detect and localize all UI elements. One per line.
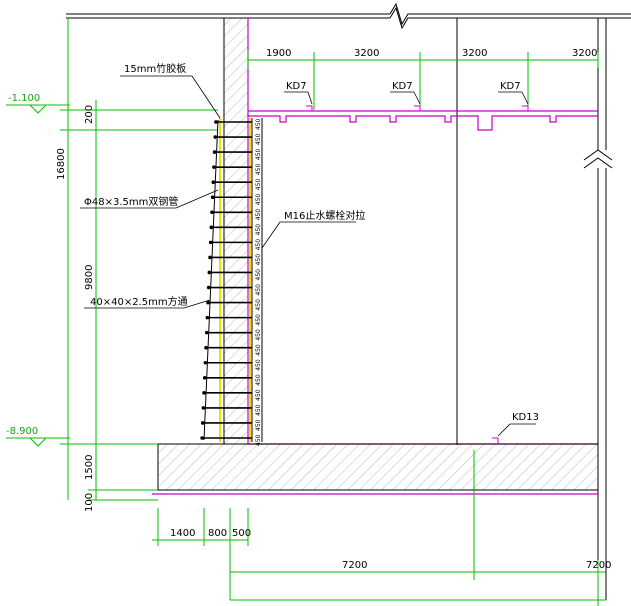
tie-spacing-label: 450 — [255, 224, 262, 236]
tie-spacing-label: 450 — [255, 148, 262, 160]
tie-row: 450 — [204, 344, 262, 356]
tie-end-dot — [210, 195, 215, 200]
tie-spacing-label: 450 — [255, 419, 262, 431]
tie-spacing-label: 450 — [255, 374, 262, 386]
tie-row: 450 — [209, 224, 262, 236]
dim-bottom-7200: 7200 — [342, 560, 367, 571]
tie-end-dot — [211, 180, 216, 184]
dim-left-total: 16800 — [56, 148, 67, 180]
tie-row: 450 — [208, 254, 262, 266]
tie-row: 450 — [200, 434, 262, 446]
dim-top-3: 3200 — [462, 48, 487, 59]
tie-row: 450 — [206, 299, 262, 311]
dim-left-100: 100 — [84, 493, 95, 512]
dim-bottom-500: 500 — [232, 528, 251, 539]
label-kd7-a: KD7 — [286, 81, 307, 92]
label-kd13: KD13 — [512, 412, 539, 423]
tie-spacing-label: 450 — [255, 209, 262, 221]
tie-end-dot — [212, 150, 217, 154]
label-square-timber: 40×40×2.5mm方通 — [90, 295, 188, 308]
tie-row: 450 — [200, 419, 262, 431]
tie-end-dot — [203, 360, 208, 365]
dim-bottom-1400: 1400 — [170, 528, 195, 539]
tie-row: 450 — [205, 314, 262, 326]
tie-spacing-label: 450 — [255, 118, 262, 130]
tie-spacing-label: 450 — [255, 314, 262, 326]
tie-row: 450 — [210, 194, 262, 206]
tie-end-dot — [207, 270, 212, 275]
dim-bottom-800: 800 — [208, 528, 227, 539]
tie-spacing-label: 450 — [255, 389, 262, 401]
tie-row: 450 — [202, 389, 262, 401]
base-slab — [157, 443, 599, 491]
elevation-bottom: -8.900 — [6, 426, 38, 437]
tie-spacing-label: 450 — [255, 329, 262, 341]
tie-end-dot — [201, 406, 206, 410]
tie-spacing-label: 450 — [255, 179, 262, 191]
tie-end-dot — [210, 210, 214, 215]
tie-row: 450 — [207, 269, 262, 281]
dim-left-9800: 9800 — [84, 265, 95, 290]
dim-top-4: 3200 — [572, 48, 597, 59]
label-kd7-b: KD7 — [392, 81, 413, 92]
tie-row: 450 — [203, 359, 262, 371]
dim-left-1500: 1500 — [84, 455, 95, 480]
label-kd7-c: KD7 — [500, 81, 521, 92]
tie-row: 450 — [214, 118, 262, 130]
dim-bottom-7200-end: 7200 — [586, 560, 611, 571]
tie-spacing-label: 450 — [255, 359, 262, 371]
retaining-wall — [223, 17, 249, 445]
tie-rows: 450 450 450 450 450 450 450 450 450 450 450 450 450 4… — [200, 118, 262, 446]
tie-spacing-label: 450 — [255, 299, 262, 311]
tie-end-dot — [208, 240, 213, 245]
tie-end-dot — [206, 300, 210, 305]
tie-end-dot — [200, 436, 204, 440]
tie-end-dot — [213, 135, 218, 139]
tie-row: 450 — [204, 329, 262, 341]
elevation-top: -1.100 — [8, 93, 40, 104]
tie-end-dot — [209, 225, 214, 230]
dim-top-2: 3200 — [354, 48, 379, 59]
tie-end-dot — [204, 330, 209, 335]
label-steel-pipe: Φ48×3.5mm双钢管 — [84, 195, 178, 208]
tie-end-dot — [208, 255, 212, 260]
tie-spacing-label: 450 — [255, 254, 262, 266]
tie-spacing-label: 450 — [255, 284, 262, 296]
tie-end-dot — [206, 285, 211, 290]
tie-end-dot — [200, 421, 205, 425]
tie-end-dot — [214, 120, 218, 124]
tie-spacing-label: 450 — [255, 434, 262, 446]
leader-lines — [80, 75, 536, 437]
tie-end-dot — [202, 391, 206, 395]
dim-left-200: 200 — [84, 105, 95, 124]
label-formwork-board: 15mm竹胶板 — [124, 62, 186, 75]
tie-row: 450 — [212, 164, 262, 176]
tie-end-dot — [212, 165, 216, 169]
label-tie-bolt: M16止水螺栓对拉 — [284, 209, 365, 222]
tie-row: 450 — [212, 148, 262, 160]
dim-top-1: 1900 — [266, 48, 291, 59]
tie-spacing-label: 450 — [255, 344, 262, 356]
frame-lines — [66, 2, 631, 600]
tie-spacing-label: 450 — [255, 164, 262, 176]
formwork-system — [203, 118, 263, 442]
kd-markers — [306, 105, 529, 444]
tie-row: 450 — [202, 374, 262, 386]
tie-spacing-label: 450 — [255, 269, 262, 281]
tie-row: 450 — [201, 404, 262, 416]
tie-row: 450 — [213, 133, 262, 145]
tie-end-dot — [205, 315, 210, 320]
tie-row: 450 — [206, 284, 262, 296]
tie-end-dot — [204, 345, 208, 350]
tie-spacing-label: 450 — [255, 133, 262, 145]
tie-row: 450 — [210, 209, 262, 221]
tie-row: 450 — [208, 239, 262, 251]
tie-spacing-label: 450 — [255, 194, 262, 206]
tie-spacing-label: 450 — [255, 239, 262, 251]
dimension-lines — [6, 18, 606, 606]
tie-row: 450 — [211, 179, 262, 191]
tie-spacing-label: 450 — [255, 404, 262, 416]
tie-end-dot — [202, 376, 207, 380]
